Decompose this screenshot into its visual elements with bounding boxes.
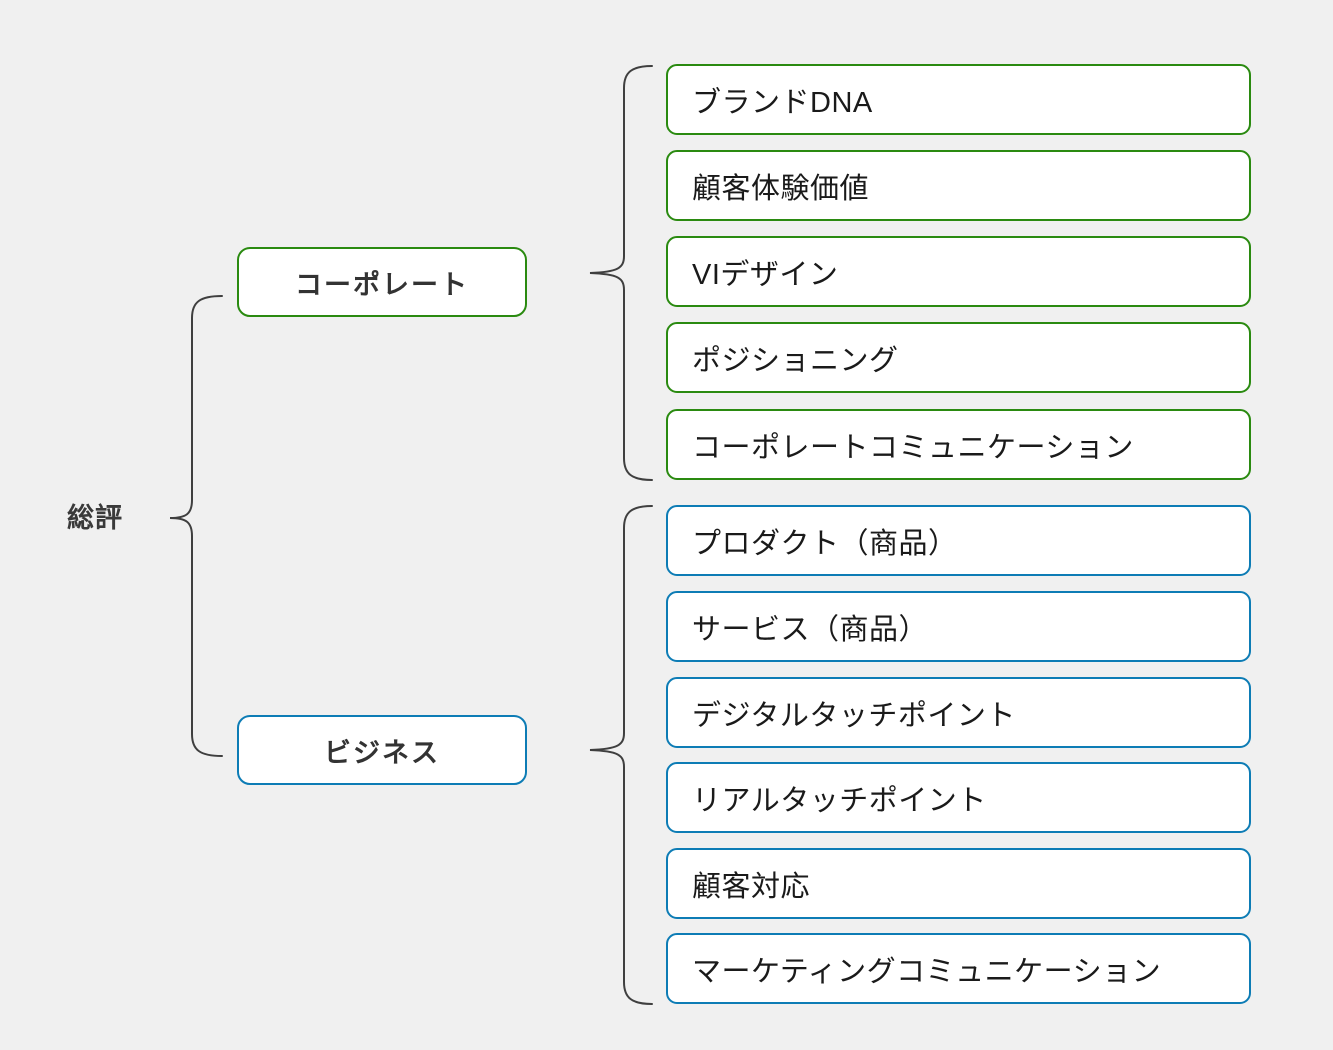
leaf-node-corporate-4[interactable]: ポジショニング xyxy=(666,322,1251,393)
root-label: 総評 xyxy=(67,503,123,533)
leaf-node-business-6[interactable]: マーケティングコミュニケーション xyxy=(666,933,1251,1004)
leaf-node-business-2[interactable]: サービス（商品） xyxy=(666,591,1251,662)
leaf-node-business-3[interactable]: デジタルタッチポイント xyxy=(666,677,1251,748)
category-node-corporate[interactable]: コーポレート xyxy=(237,247,527,317)
corporate-bracket xyxy=(589,65,653,481)
business-bracket xyxy=(589,505,653,1005)
leaf-node-corporate-2[interactable]: 顧客体験価値 xyxy=(666,150,1251,221)
leaf-node-business-1[interactable]: プロダクト（商品） xyxy=(666,505,1251,576)
category-node-business[interactable]: ビジネス xyxy=(237,715,527,785)
leaf-node-business-4[interactable]: リアルタッチポイント xyxy=(666,762,1251,833)
leaf-node-corporate-1[interactable]: ブランドDNA xyxy=(666,64,1251,135)
root-bracket xyxy=(169,295,223,757)
leaf-node-business-5[interactable]: 顧客対応 xyxy=(666,848,1251,919)
leaf-node-corporate-3[interactable]: VIデザイン xyxy=(666,236,1251,307)
leaf-node-corporate-5[interactable]: コーポレートコミュニケーション xyxy=(666,409,1251,480)
